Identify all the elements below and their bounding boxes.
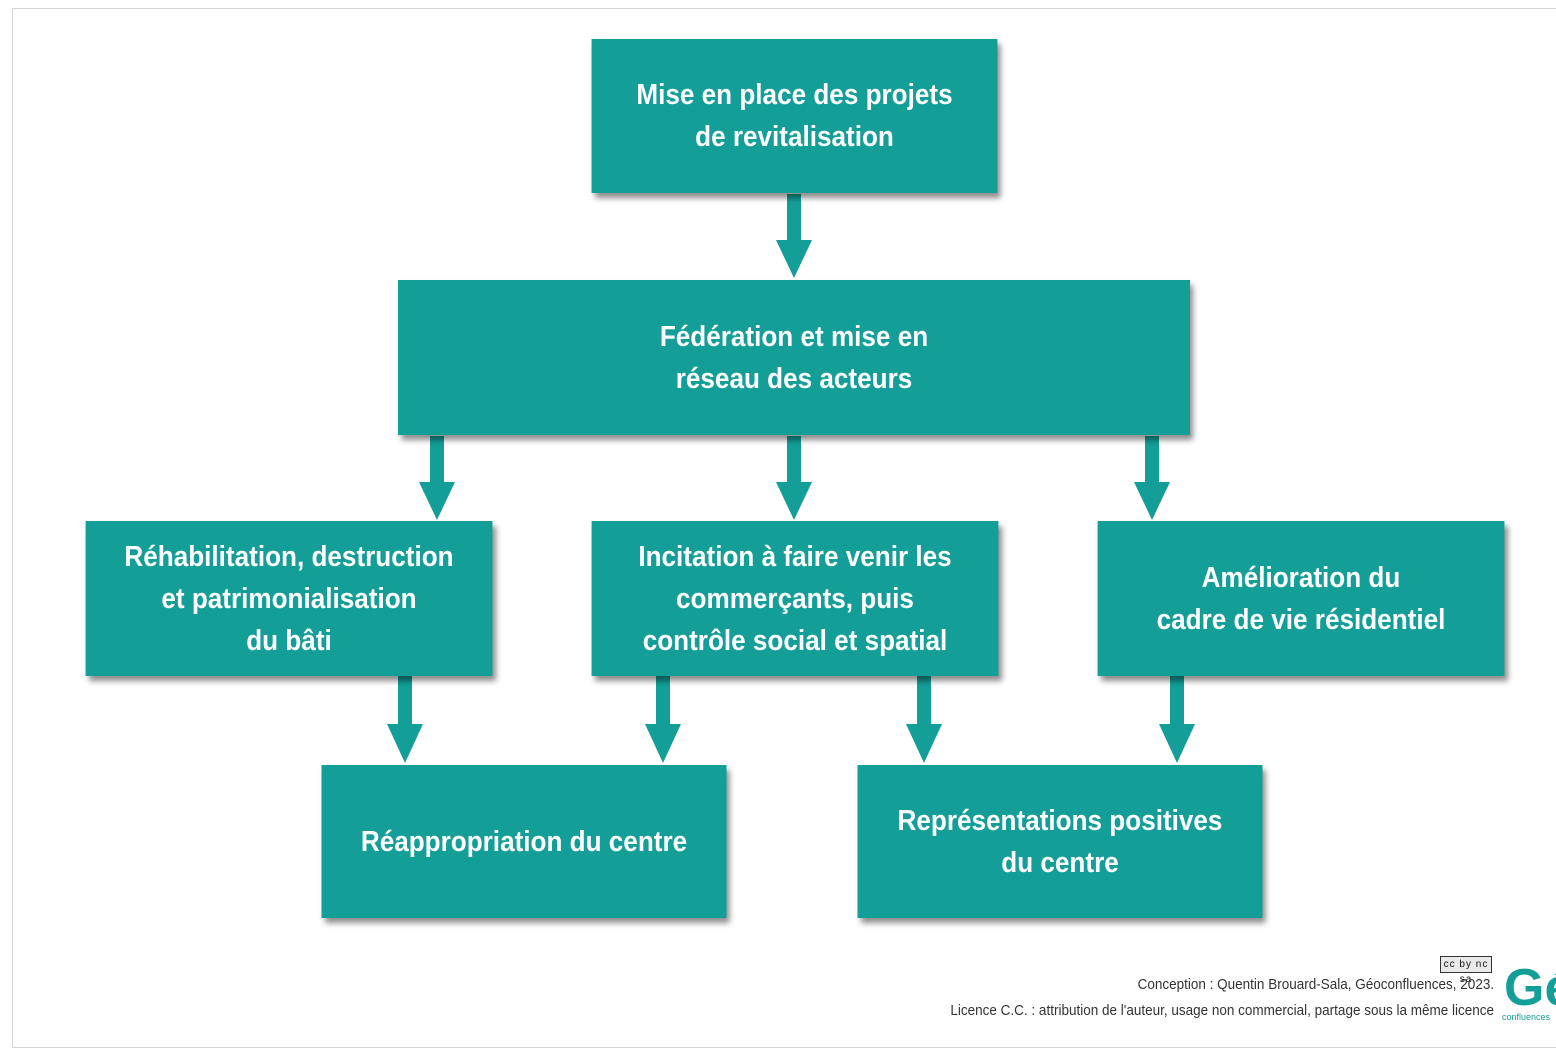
arrow-incitation-to-representations xyxy=(906,676,942,763)
logo-letters: Géo xyxy=(1504,959,1556,1017)
cc-license-icon: cc by nc sa xyxy=(1440,956,1492,985)
node-incitation-label: Incitation à faire venir les commerçants… xyxy=(638,540,952,657)
node-federation-label: Fédération et mise en réseau des acteurs xyxy=(659,320,929,395)
node-representations-label: Représentations positives du centre xyxy=(897,804,1223,879)
arrow-federation-to-incitation xyxy=(776,436,812,520)
footer-licence: Licence C.C. : attribution de l'auteur, … xyxy=(950,1002,1494,1019)
node-rehabilitation-label: Réhabilitation, destruction et patrimoni… xyxy=(124,540,454,657)
geoconfluences-logo-icon: Géo confluences xyxy=(1500,954,1556,1030)
node-amelioration: Amélioration du cadre de vie résidentiel xyxy=(1097,521,1505,676)
node-reappropriation: Réappropriation du centre xyxy=(321,765,727,918)
node-federation: Fédération et mise en réseau des acteurs xyxy=(398,280,1190,435)
arrow-federation-to-amelioration xyxy=(1134,436,1170,520)
arrow-top-to-federation xyxy=(776,194,812,278)
node-mise-en-place: Mise en place des projets de revitalisat… xyxy=(591,39,998,193)
node-rehabilitation: Réhabilitation, destruction et patrimoni… xyxy=(85,521,493,676)
arrow-rehabilitation-to-reappropriation xyxy=(387,676,423,763)
arrow-amelioration-to-representations xyxy=(1159,676,1195,763)
node-amelioration-label: Amélioration du cadre de vie résidentiel xyxy=(1156,561,1446,636)
node-reappropriation-label: Réappropriation du centre xyxy=(360,825,688,858)
node-mise-en-place-label: Mise en place des projets de revitalisat… xyxy=(636,79,953,153)
footer-conception: Conception : Quentin Brouard-Sala, Géoco… xyxy=(1137,976,1494,993)
logo-subtitle: confluences xyxy=(1502,1012,1551,1022)
node-incitation: Incitation à faire venir les commerçants… xyxy=(591,521,999,676)
arrow-incitation-to-reappropriation xyxy=(645,676,681,763)
arrow-federation-to-rehabilitation xyxy=(419,436,455,520)
node-representations: Représentations positives du centre xyxy=(857,765,1263,918)
